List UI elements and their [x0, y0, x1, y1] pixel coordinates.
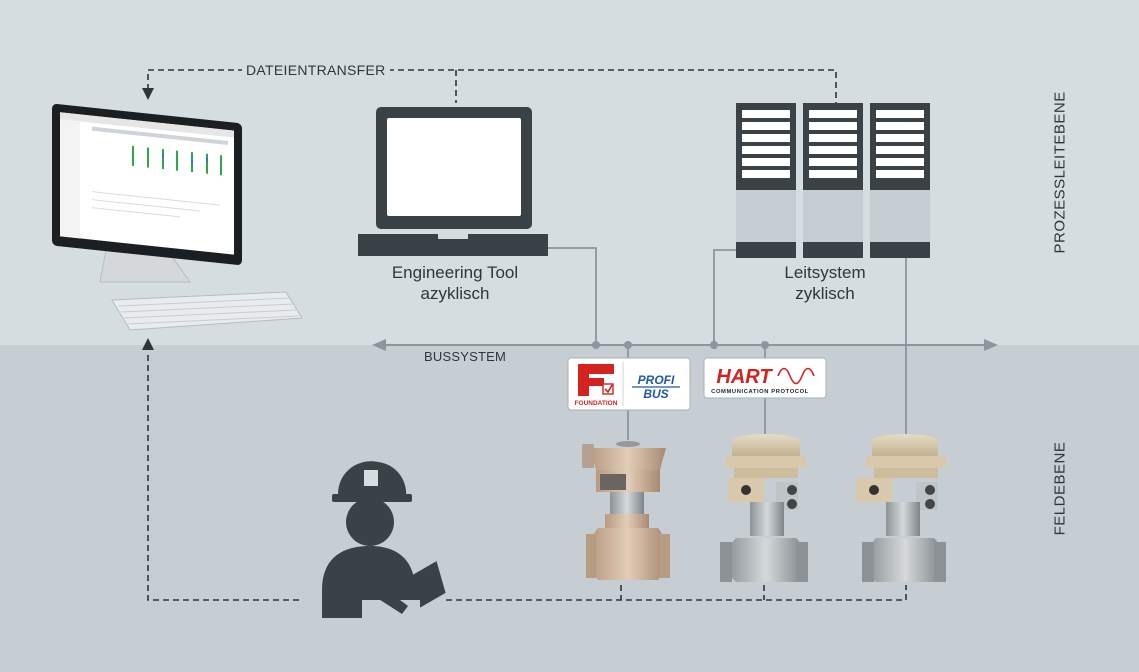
control-system-label: Leitsystem zyklisch	[745, 262, 905, 304]
field-data-path	[147, 355, 907, 601]
profibus-logo-line1: PROFI	[638, 373, 675, 387]
bus-arrow-left	[372, 339, 386, 351]
server-rack-icon	[736, 103, 930, 258]
laptop-icon	[358, 107, 548, 256]
hart-logo-card: HART COMMUNICATION PROTOCOL	[703, 357, 827, 399]
bus-connector-dots	[592, 341, 769, 349]
technician-icon	[322, 461, 446, 618]
hart-logo-text: HART	[716, 366, 773, 388]
fieldbus-logo-card: FOUNDATION PROFI BUS	[567, 357, 691, 411]
engineering-tool-title: Engineering Tool	[391, 263, 519, 282]
profibus-logo: PROFI BUS	[628, 368, 684, 402]
keyboard-icon	[111, 291, 303, 331]
process-level-label: PROZESSLEITEBENE	[1051, 91, 1069, 254]
bus-system-label: BUSSYSTEM	[424, 349, 506, 364]
foundation-logo-text: FOUNDATION	[575, 400, 618, 407]
file-transfer-label: DATEIENTRANSFER	[242, 62, 390, 78]
file-transfer-arrowhead	[142, 88, 154, 100]
engineering-tool-label: Engineering Tool azyklisch	[370, 262, 540, 304]
bus-arrow-right	[984, 339, 998, 351]
field-level-label: FELDEBENE	[1051, 441, 1069, 536]
control-system-mode: zyklisch	[795, 284, 855, 303]
file-transfer-path	[147, 69, 837, 103]
foundation-fieldbus-logo: FOUNDATION	[575, 364, 618, 407]
hart-logo-subtext: COMMUNICATION PROTOCOL	[711, 389, 809, 395]
engineering-tool-mode: azyklisch	[420, 284, 490, 303]
field-data-arrowhead	[142, 338, 154, 350]
control-valve-icon	[582, 434, 946, 582]
profibus-logo-line2: BUS	[643, 387, 668, 401]
hart-wave-icon	[777, 367, 815, 385]
monitor-icon	[52, 103, 242, 283]
control-system-title: Leitsystem	[784, 263, 866, 282]
